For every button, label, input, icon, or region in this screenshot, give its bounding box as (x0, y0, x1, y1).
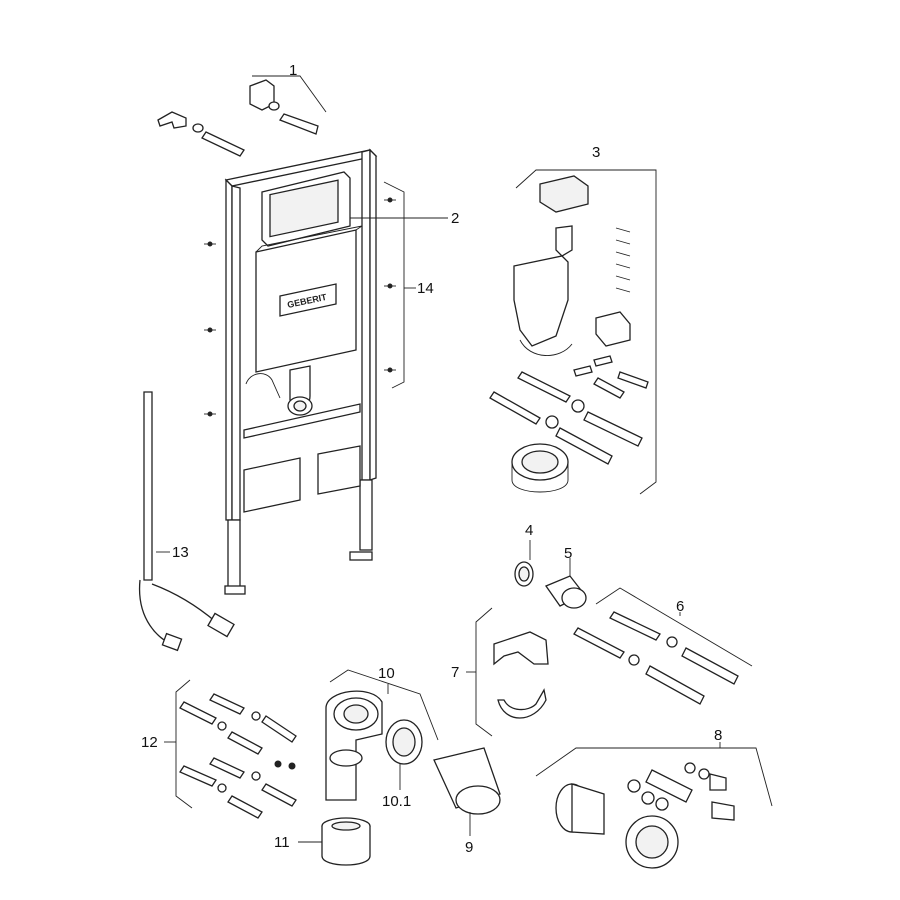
callout-labels: 1 2 3 4 5 6 7 8 9 10 10.1 11 12 13 14 (141, 62, 722, 856)
flush-pipe-hose (138, 391, 235, 652)
callout-9: 9 (465, 839, 473, 856)
callout-4: 4 (525, 522, 533, 539)
wall-bracket-set (157, 75, 327, 157)
bend-sleeve-9 (433, 747, 501, 815)
seal-ring-10-1 (385, 719, 423, 765)
callout-11: 11 (274, 834, 290, 851)
cistern-accessory-set (489, 169, 657, 495)
callout-10-1: 10.1 (382, 793, 411, 810)
leader-lines (156, 217, 721, 843)
callout-3: 3 (592, 144, 600, 161)
callout-1: 1 (289, 62, 297, 79)
callout-10: 10 (378, 665, 395, 682)
connection-set-8 (535, 747, 773, 869)
callout-7: 7 (451, 664, 459, 681)
fixing-set-12 (175, 679, 297, 819)
callout-14: 14 (417, 280, 434, 297)
connector-sleeve-5 (545, 575, 587, 609)
callout-6: 6 (676, 598, 684, 615)
callout-12: 12 (141, 734, 158, 751)
callout-8: 8 (714, 727, 722, 744)
rod-set-6 (573, 587, 753, 705)
frame-screws (204, 197, 396, 417)
flush-bend-10 (325, 669, 439, 801)
callout-13: 13 (172, 544, 189, 561)
callout-2: 2 (451, 210, 459, 227)
callout-5: 5 (564, 545, 572, 562)
bracket-set-7 (475, 607, 549, 737)
screw-column (615, 227, 631, 293)
pipe-connector-11 (321, 817, 371, 866)
seal-ring-4 (514, 561, 534, 587)
installation-frame: GEBERIT (204, 148, 405, 595)
